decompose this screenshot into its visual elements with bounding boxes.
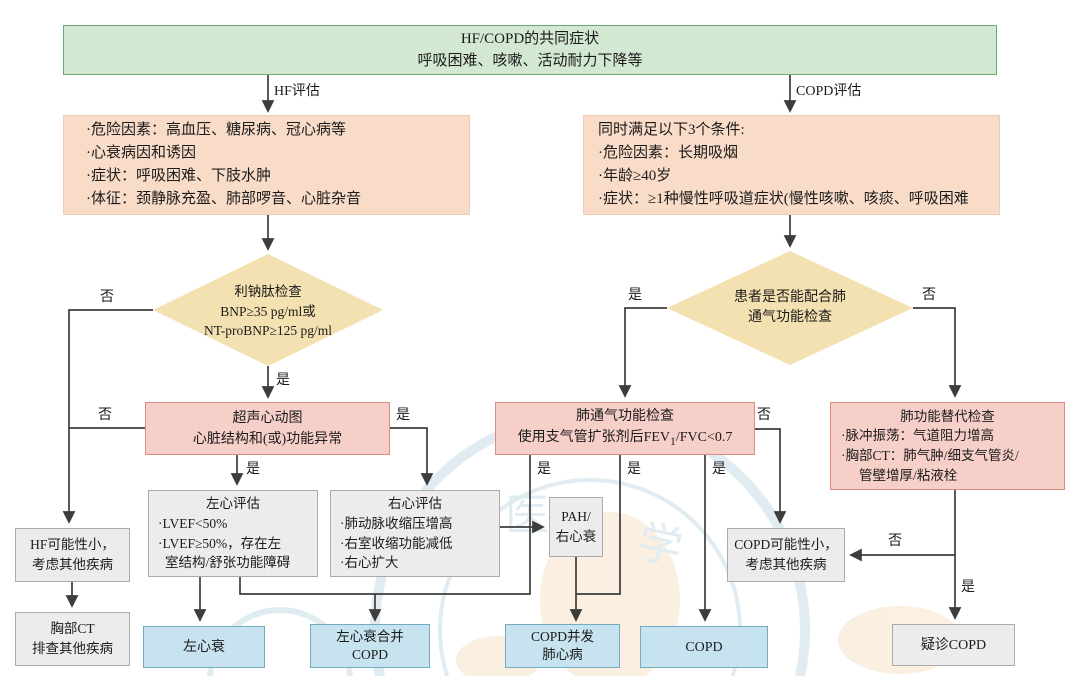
label-yes-bnp: 是 — [276, 373, 290, 388]
edge-bnp-no-to-hfunlikely — [62, 309, 153, 524]
label-yes-pft-2: 是 — [627, 462, 641, 477]
hf-assessment-box: ·危险因素：高血压、糖尿病、冠心病等 ·心衰病因和诱因 ·症状：呼吸困难、下肢水… — [63, 115, 470, 215]
label-yes-echo-down: 是 — [246, 462, 260, 477]
hfunlikely-line: 考虑其他疾病 — [32, 557, 113, 572]
outcome-suspected-label: 疑诊COPD — [920, 637, 987, 653]
outcome-copd-label: COPD — [685, 639, 723, 655]
watermark-glyph-xue: 学 — [633, 517, 686, 574]
edge-spiro-yes-to-pft — [618, 307, 667, 398]
echocardiogram-box: 超声心动图 心脏结构和(或)功能异常 — [145, 402, 390, 455]
outcome-lhfcopd-line: 左心衰合并 — [336, 628, 404, 644]
outcome-lhf-copd-box: 左心衰合并 COPD — [310, 624, 430, 668]
copd-unlikely-box: COPD可能性小， 考虑其他疾病 — [727, 528, 845, 582]
pah-line: 右心衰 — [555, 529, 597, 544]
pft-fev-subscript: 1 — [670, 435, 676, 449]
bnp-line: 利钠肽检查 — [234, 284, 302, 299]
edge-leftheart-pft-junction — [239, 455, 531, 595]
label-yes-pft-1: 是 — [537, 462, 551, 477]
echo-line: 心脏结构和(或)功能异常 — [192, 431, 343, 447]
spiro-line: 通气功能检查 — [748, 310, 832, 326]
rightheart-line: ·肺动脉收缩压增高 — [340, 515, 453, 531]
label-yes-pftalt: 是 — [961, 580, 975, 595]
label-hf-eval: HF评估 — [274, 84, 320, 99]
pftalt-line: ·胸部CT：肺气肿/细支气管炎/ — [841, 448, 1019, 463]
edge-pft-pah-junction — [576, 455, 621, 595]
copd-assess-line: ·症状：≥1种慢性呼吸道症状(慢性咳嗽、咳痰、呼吸困难 — [598, 191, 969, 208]
copd-assessment-box: 同时满足以下3个条件: ·危险因素：长期吸烟 ·年龄≥40岁 ·症状：≥1种慢性… — [583, 115, 1000, 215]
hf-assess-line: ·症状：呼吸困难、下肢水肿 — [86, 168, 271, 184]
pft-line2-pre: 使用支气管扩张剂后FEV — [517, 430, 671, 446]
copdunlikely-line: 考虑其他疾病 — [745, 557, 827, 572]
pftalt-line: 管壁增厚/粘液栓 — [859, 467, 958, 483]
leftheart-line: ·LVEF≥50%，存在左 — [158, 535, 282, 551]
label-copd-eval: COPD评估 — [796, 84, 862, 99]
chestct-line: 胸部CT — [50, 621, 95, 637]
hf-assess-line: ·体征：颈静脉充盈、肺部啰音、心脏杂音 — [86, 191, 361, 208]
common-symptoms-line1: HF/COPD的共同症状 — [460, 30, 600, 47]
watermark-circle-small — [207, 607, 353, 676]
rightheart-line: ·右心扩大 — [340, 555, 399, 571]
label-no-bnp: 否 — [100, 290, 114, 305]
label-no-echo: 否 — [98, 408, 112, 423]
copdunlikely-line: COPD可能性小， — [734, 537, 838, 553]
copd-assess-line: ·年龄≥40岁 — [598, 168, 672, 184]
bnp-line: BNP≥35 pg/ml或 — [220, 303, 316, 319]
outcome-lhfcopd-line: COPD — [351, 647, 388, 662]
pft-line2: 使用支气管扩张剂后FEV1/FVC<0.7 — [518, 427, 733, 450]
hf-assess-line: ·危险因素：高血压、糖尿病、冠心病等 — [86, 121, 346, 138]
hfunlikely-line: HF可能性小， — [30, 537, 115, 553]
pft-line1: 肺通气功能检查 — [576, 409, 674, 425]
spiro-diamond-text: 患者是否能配合肺 通气功能检查 — [672, 288, 908, 329]
leftheart-line: 室结构/舒张功能障碍 — [165, 555, 291, 571]
outcome-left-hf-box: 左心衰 — [143, 626, 265, 668]
common-symptoms-line2: 呼吸困难、咳嗽、活动耐力下降等 — [417, 53, 643, 69]
bnp-decision-diamond — [153, 254, 383, 366]
pftalt-title: 肺功能替代检查 — [900, 408, 995, 424]
rightheart-line: ·右室收缩功能减低 — [340, 535, 453, 551]
outcome-lhf-label: 左心衰 — [183, 639, 225, 655]
spiro-line: 患者是否能配合肺 — [734, 290, 846, 305]
outcome-cor-line: COPD并发 — [530, 628, 594, 644]
label-no-spiro: 否 — [922, 288, 936, 303]
edge-echo-yes-to-rightheart — [390, 427, 434, 486]
outcome-copd-box: COPD — [640, 626, 768, 668]
pah-line: PAH/ — [561, 509, 591, 525]
chestct-line: 排查其他疾病 — [32, 641, 113, 656]
right-heart-eval-box: 右心评估 ·肺动脉收缩压增高 ·右室收缩功能减低 ·右心扩大 — [330, 490, 500, 577]
pftalt-line: ·脉冲振荡：气道阻力增高 — [841, 428, 994, 444]
outcome-cor-pulmonale-box: COPD并发 肺心病 — [505, 624, 620, 668]
hf-unlikely-box: HF可能性小， 考虑其他疾病 — [15, 528, 130, 582]
copd-assess-line: ·危险因素：长期吸烟 — [598, 144, 738, 161]
pah-right-hf-box: PAH/ 右心衰 — [549, 497, 603, 557]
pft-line2-post: /FVC<0.7 — [675, 430, 733, 446]
bnp-line: NT-proBNP≥125 pg/ml — [203, 323, 333, 339]
copd-assess-line: 同时满足以下3个条件: — [598, 121, 745, 138]
label-yes-spiro: 是 — [628, 288, 642, 303]
label-no-pftalt: 否 — [888, 534, 902, 549]
chest-ct-box: 胸部CT 排查其他疾病 — [15, 612, 130, 666]
label-yes-pft-3: 是 — [712, 462, 726, 477]
label-no-pft: 否 — [757, 408, 771, 423]
outcome-suspected-copd-box: 疑诊COPD — [892, 624, 1015, 666]
leftheart-title: 左心评估 — [206, 496, 260, 512]
label-yes-echo-right: 是 — [396, 408, 410, 423]
edge-spiro-no-to-pftalt — [913, 307, 962, 398]
pulmonary-function-test-box: 肺通气功能检查 使用支气管扩张剂后FEV1/FVC<0.7 — [495, 402, 755, 455]
leftheart-line: ·LVEF<50% — [158, 515, 228, 531]
spirometry-decision-diamond — [667, 251, 913, 365]
rightheart-title: 右心评估 — [388, 496, 442, 512]
outcome-cor-line: 肺心病 — [542, 647, 583, 662]
alternative-lung-test-box: 肺功能替代检查 ·脉冲振荡：气道阻力增高 ·胸部CT：肺气肿/细支气管炎/ 管壁… — [830, 402, 1065, 490]
edge-pft-no-to-copdunlikely — [755, 428, 787, 524]
bnp-diamond-text: 利钠肽检查 BNP≥35 pg/ml或 NT-proBNP≥125 pg/ml — [160, 282, 376, 341]
echo-line: 超声心动图 — [232, 410, 303, 426]
left-heart-eval-box: 左心评估 ·LVEF<50% ·LVEF≥50%，存在左 室结构/舒张功能障碍 — [148, 490, 318, 577]
common-symptoms-box: HF/COPD的共同症状 呼吸困难、咳嗽、活动耐力下降等 — [63, 25, 997, 75]
hf-assess-line: ·心衰病因和诱因 — [86, 144, 196, 161]
